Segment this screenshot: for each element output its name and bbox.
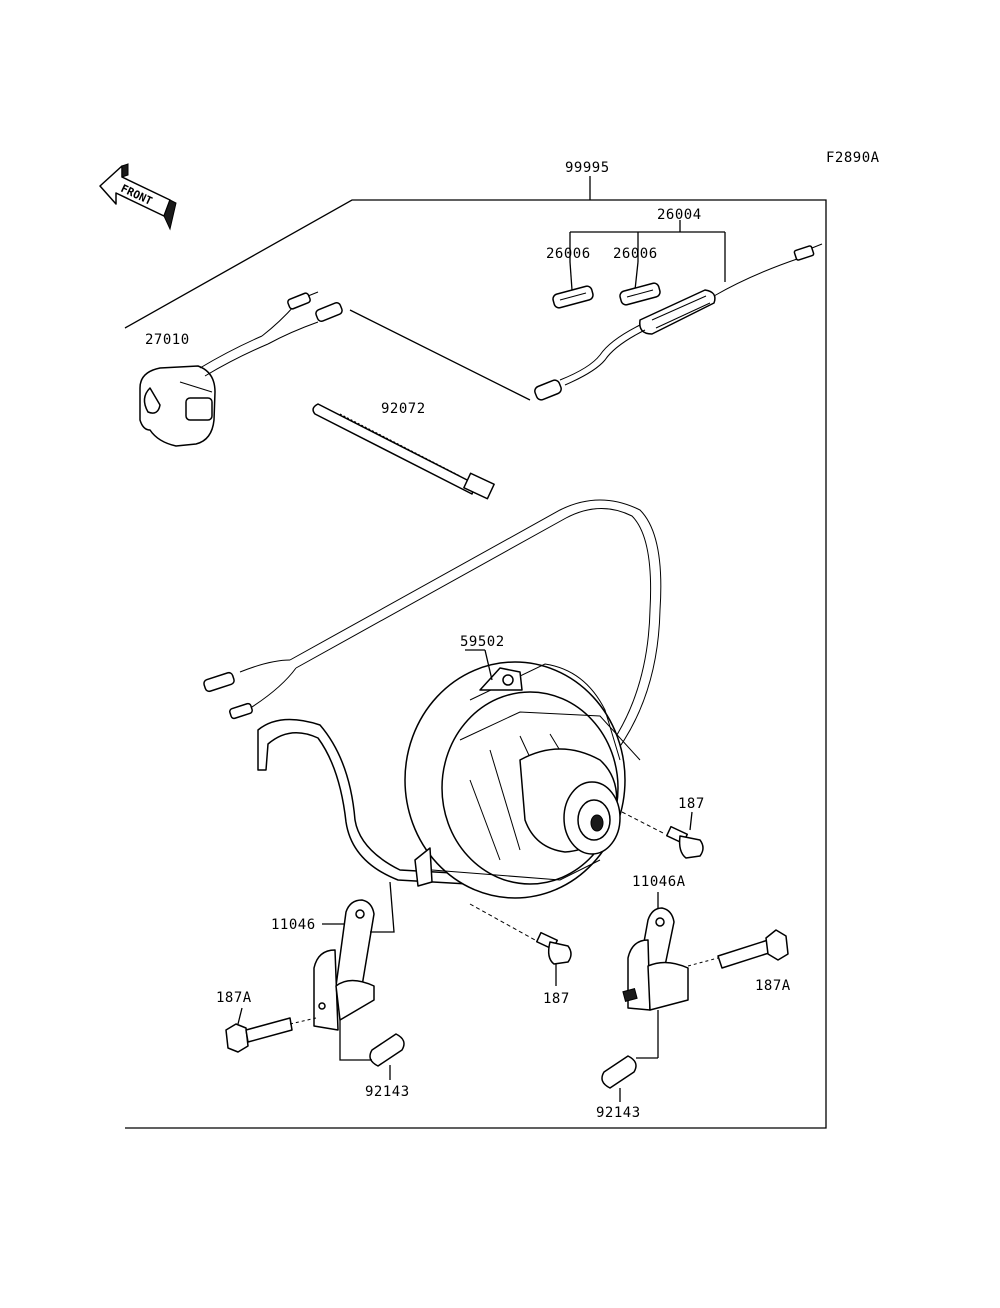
harness-label: 26004: [657, 207, 702, 223]
bolt-upper: [621, 811, 704, 859]
bolt-left-label: 187A: [216, 990, 252, 1006]
hose: [257, 718, 471, 885]
bracket-right-label: 11046A: [632, 874, 686, 890]
bolt-left: [225, 1007, 317, 1053]
fuse-right-label: 26006: [613, 246, 658, 262]
bolt-lower-label: 187: [543, 991, 570, 1007]
fuse-left: [552, 285, 594, 309]
collar-right-label: 92143: [596, 1105, 641, 1121]
collar-right: [601, 1055, 658, 1102]
bracket-right: [622, 892, 689, 1058]
kit-label: 99995: [565, 160, 610, 176]
harness-leader: [569, 220, 726, 291]
figure-code: F2890A: [826, 150, 880, 166]
collar-left: [339, 1020, 405, 1080]
wire-loop: [203, 499, 662, 761]
fan-leader: [484, 649, 493, 681]
bolt-lower: [469, 903, 572, 986]
fuse-left-label: 26006: [546, 246, 591, 262]
cable-tie-label: 92072: [381, 401, 426, 417]
bracket-left-link: [370, 881, 395, 933]
switch: [139, 291, 343, 447]
bracket-left: [313, 899, 375, 1031]
fuse-holder: [534, 243, 823, 401]
fan-motor: [404, 661, 641, 899]
fuse-right: [619, 282, 661, 306]
front-arrow-icon: FRONT: [99, 163, 177, 231]
cable-tie: [312, 403, 495, 500]
kit-frame: [124, 176, 827, 1129]
bolt-right-label: 187A: [755, 978, 791, 994]
harness-leader-line: [349, 309, 531, 401]
fan-motor-label: 59502: [460, 634, 505, 650]
bolt-upper-label: 187: [678, 796, 705, 812]
switch-label: 27010: [145, 332, 190, 348]
collar-left-label: 92143: [365, 1084, 410, 1100]
bracket-left-label: 11046: [271, 917, 316, 933]
bolt-right: [687, 929, 789, 969]
